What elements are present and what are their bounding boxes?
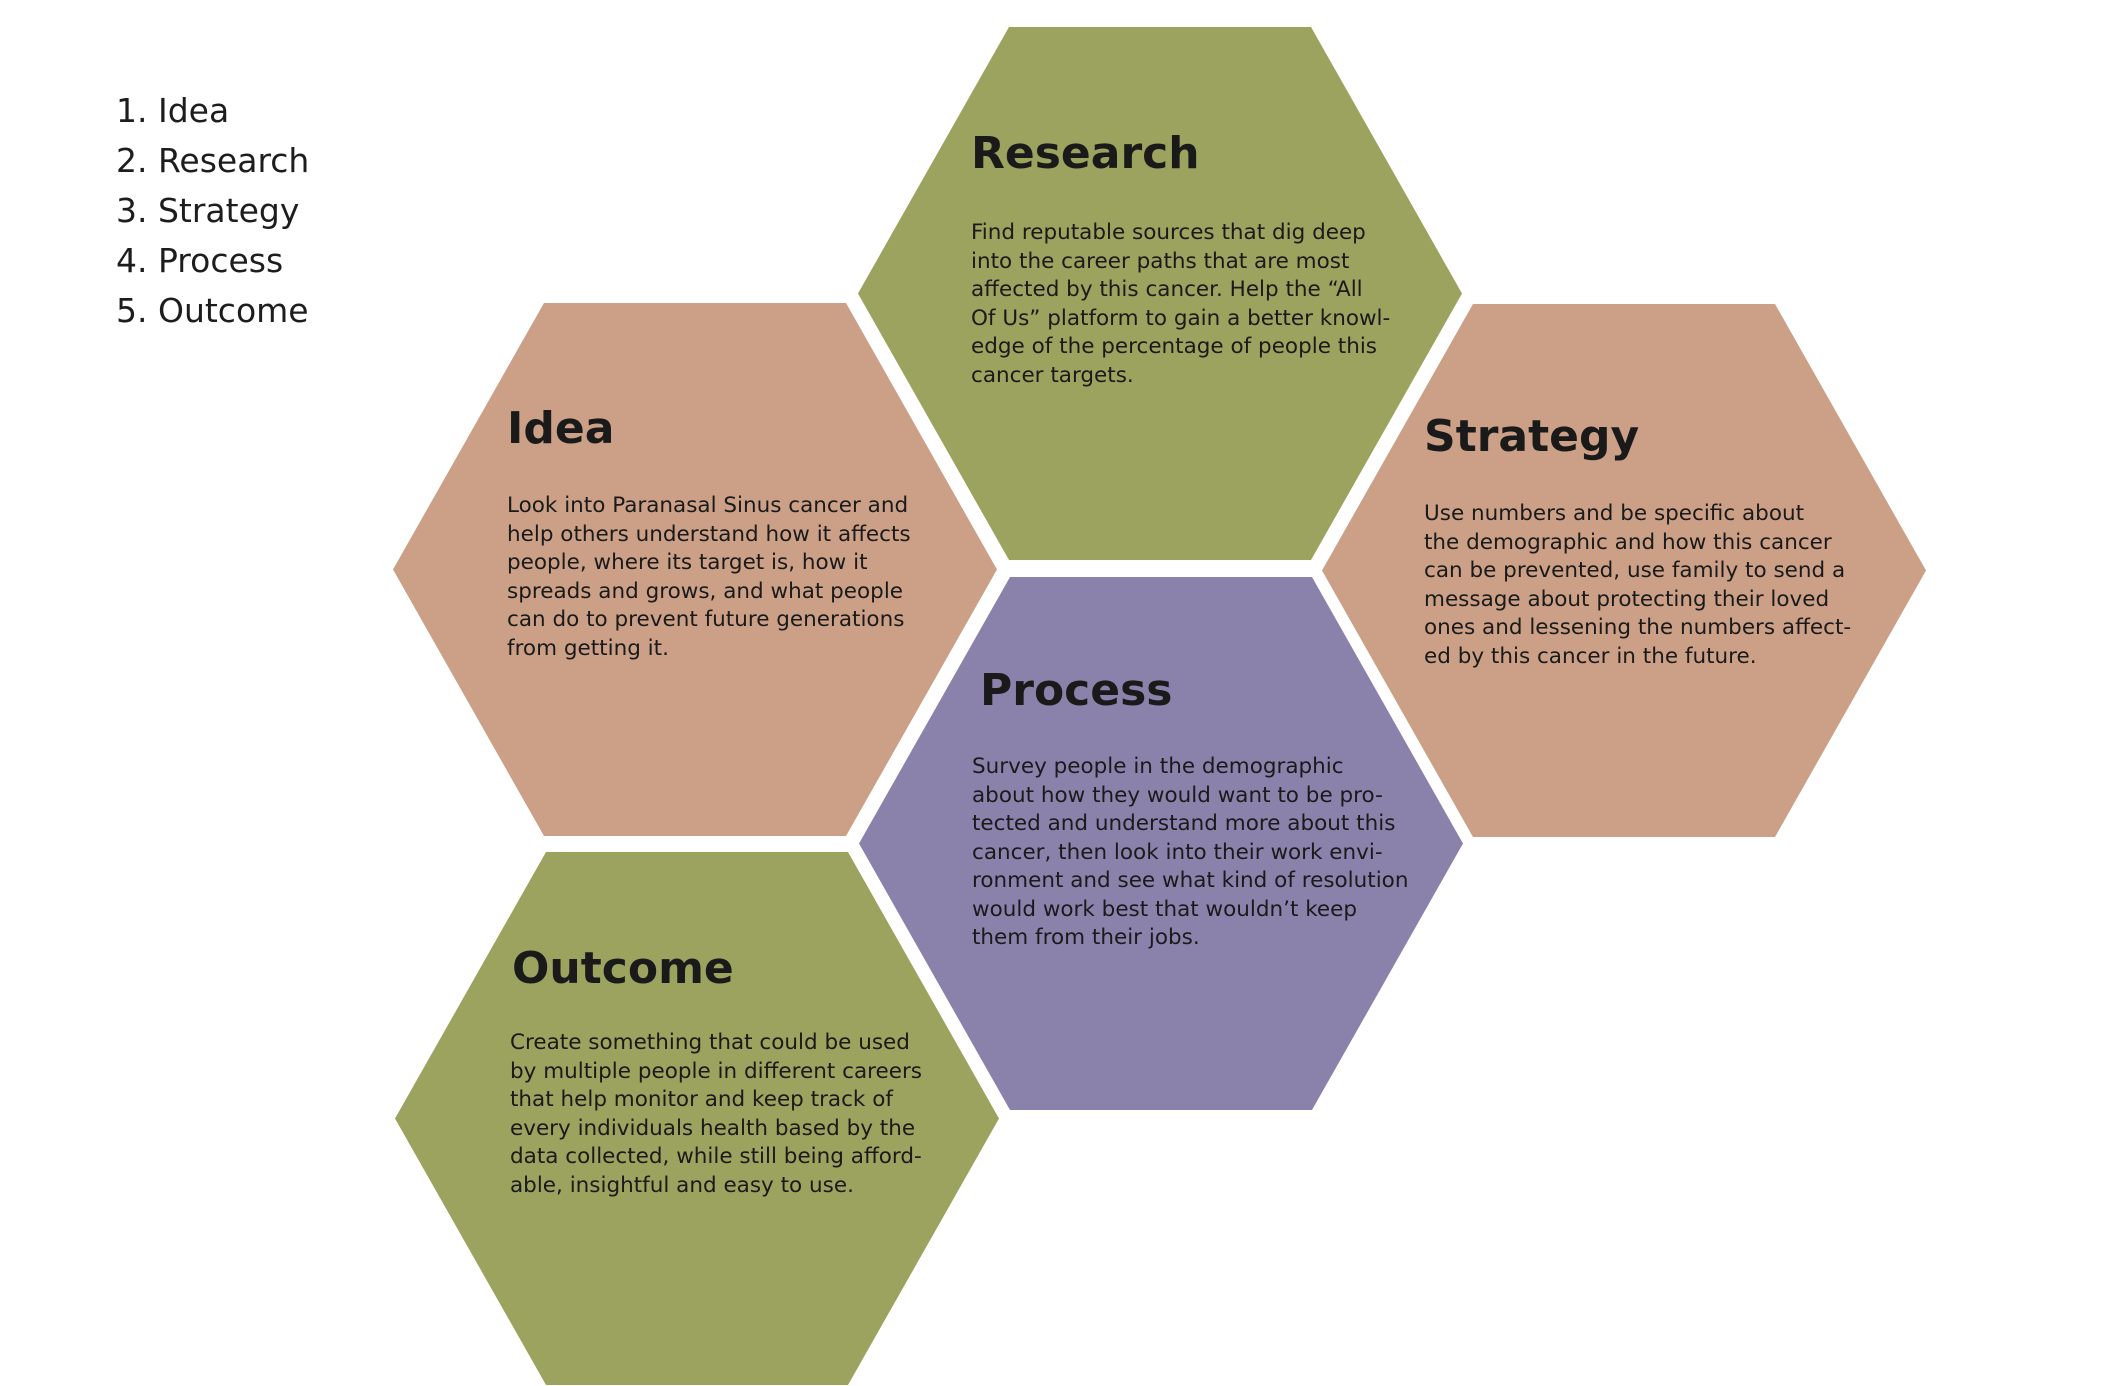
steps-list: 1. Idea 2. Research 3. Strategy 4. Proce… xyxy=(116,86,309,336)
process-line: cancer, then look into their work envi- xyxy=(972,839,1383,865)
strategy-line: the demographic and how this cancer xyxy=(1424,529,1832,555)
research-title: Research xyxy=(971,128,1200,179)
outcome-line: data collected, while still being afford… xyxy=(510,1144,922,1169)
process-line: tected and understand more about this xyxy=(972,811,1396,836)
outcome-line: Create something that could be used xyxy=(510,1030,910,1055)
process-line: them from their jobs. xyxy=(972,925,1200,950)
process-line: ronment and see what kind of resolution xyxy=(972,868,1409,893)
step-item-outcome: 5. Outcome xyxy=(116,291,309,330)
research-line: affected by this cancer. Help the “All xyxy=(971,277,1363,302)
step-item-idea: 1. Idea xyxy=(116,91,230,130)
strategy-line: Use numbers and be specific about xyxy=(1424,501,1805,526)
outcome-title: Outcome xyxy=(512,943,734,994)
process-line: would work best that wouldn’t keep xyxy=(972,896,1358,922)
step-item-research: 2. Research xyxy=(116,141,310,180)
outcome-line: able, insightful and easy to use. xyxy=(510,1172,854,1198)
research-line: Find reputable sources that dig deep xyxy=(971,220,1366,245)
idea-line: people, where its target is, how it xyxy=(507,550,868,575)
process-description: Survey people in the demographic about h… xyxy=(972,753,1412,953)
research-line: into the career paths that are most xyxy=(971,248,1350,274)
process-line: about how they would want to be pro- xyxy=(972,782,1383,808)
research-line: edge of the percentage of people this xyxy=(971,334,1377,359)
step-item-process: 4. Process xyxy=(116,241,284,280)
strategy-description: Use numbers and be specific about the de… xyxy=(1424,500,1864,671)
process-title: Process xyxy=(980,665,1173,716)
process-line: Survey people in the demographic xyxy=(972,754,1344,779)
research-description: Find reputable sources that dig deep int… xyxy=(971,219,1411,390)
strategy-line: ed by this cancer in the future. xyxy=(1424,643,1757,669)
idea-line: Look into Paranasal Sinus cancer and xyxy=(507,493,909,518)
idea-line: help others understand how it affects xyxy=(507,521,911,547)
idea-line: from getting it. xyxy=(507,635,669,661)
outcome-line: by multiple people in different careers xyxy=(510,1058,922,1084)
outcome-line: that help monitor and keep track of xyxy=(510,1087,893,1112)
idea-description: Look into Paranasal Sinus cancer and hel… xyxy=(507,492,947,663)
strategy-title: Strategy xyxy=(1424,411,1640,462)
strategy-line: ones and lessening the numbers affect- xyxy=(1424,615,1852,640)
idea-line: spreads and grows, and what people xyxy=(507,578,904,604)
step-item-strategy: 3. Strategy xyxy=(116,191,300,230)
research-line: cancer targets. xyxy=(971,362,1134,388)
outcome-description: Create something that could be used by m… xyxy=(510,1029,950,1200)
research-line: Of Us” platform to gain a better knowl- xyxy=(971,305,1391,331)
strategy-line: can be prevented, use family to send a xyxy=(1424,558,1846,583)
outcome-line: every individuals health based by the xyxy=(510,1115,916,1141)
idea-line: can do to prevent future generations xyxy=(507,607,905,632)
idea-title: Idea xyxy=(507,403,615,454)
strategy-line: message about protecting their loved xyxy=(1424,586,1830,612)
